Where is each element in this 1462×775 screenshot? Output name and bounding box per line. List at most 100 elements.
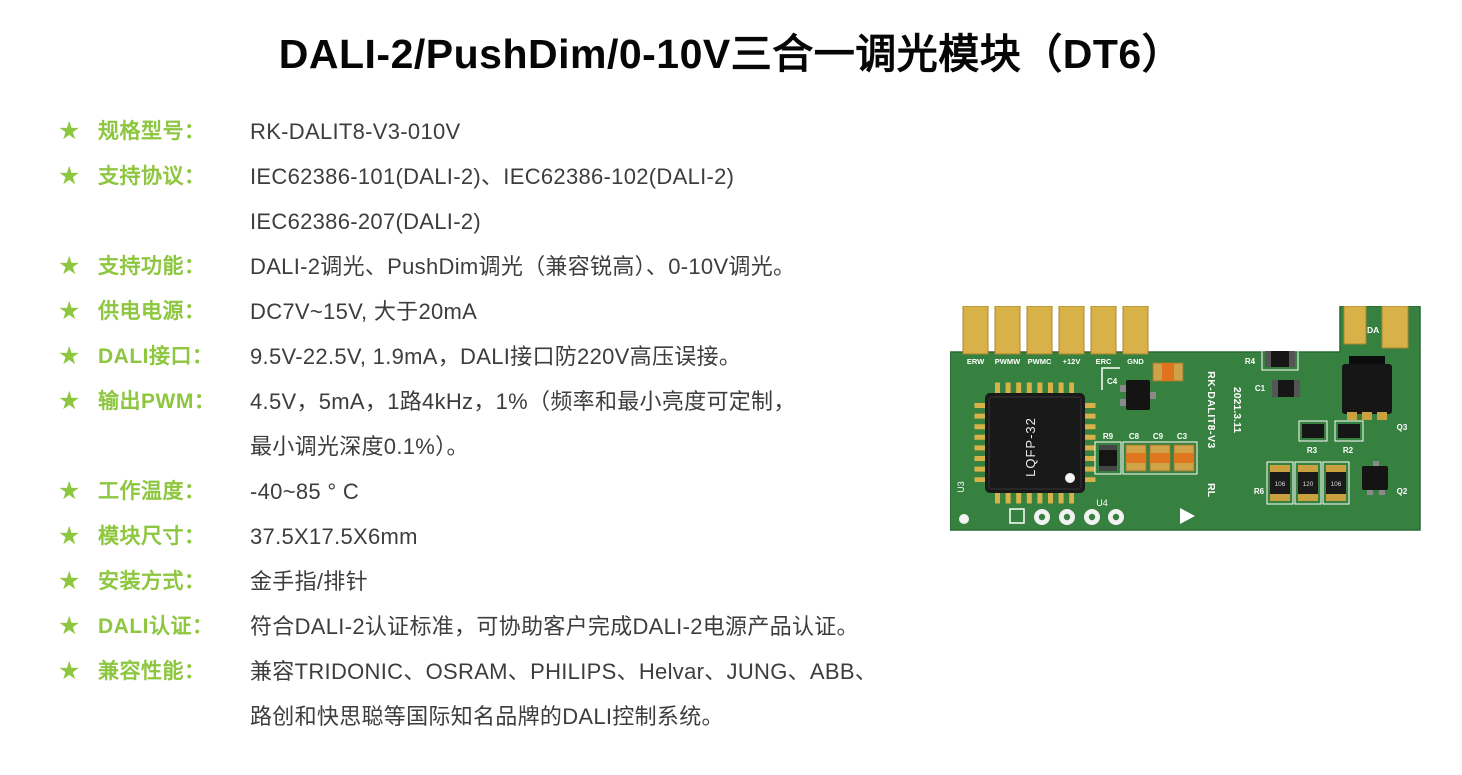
- spec-label: DALI接口：: [98, 345, 214, 368]
- gold-pad: [1343, 306, 1367, 345]
- spec-label: 工作温度：: [98, 480, 206, 503]
- resistor-terminal: [1265, 351, 1271, 367]
- qfp-marking: LQFP-32: [1023, 417, 1038, 477]
- capacitor-terminal: [1272, 380, 1278, 397]
- transistor-leg: [1362, 412, 1372, 420]
- spec-value: 金手指/排针: [250, 569, 368, 594]
- transistor-leg: [1379, 488, 1385, 495]
- pcb-board: DA ERW PWMW PWMC +12V ERC GND: [950, 306, 1421, 531]
- spec-row-dimensions: ★ 模块尺寸： 37.5X17.5X6mm: [58, 514, 948, 559]
- resistor-body: [1099, 445, 1117, 471]
- cap-row-components: [1094, 441, 1198, 475]
- transistor-body: [1362, 466, 1388, 490]
- c4-silkscreen-bracket: [1101, 367, 1120, 390]
- resistor-terminal: [1099, 445, 1117, 450]
- transistor-leg: [1120, 385, 1127, 392]
- silkscreen-box: [1294, 461, 1322, 505]
- star-icon: ★: [58, 342, 81, 370]
- ref-q2: Q2: [1397, 487, 1408, 496]
- capacitor-band: [1126, 453, 1146, 463]
- capacitor-body: [1272, 380, 1300, 397]
- cap-row-labels: R9 C8 C9 C3: [1103, 432, 1188, 441]
- silkscreen-box: [1334, 420, 1364, 442]
- ref-c1: C1: [1255, 384, 1266, 393]
- transistor-leg: [1367, 488, 1373, 495]
- spec-label: 规格型号：: [98, 120, 206, 143]
- transistor-leg: [1120, 399, 1127, 406]
- resistor-r2: [1334, 420, 1364, 442]
- gold-finger-pad: [1026, 306, 1053, 355]
- ref-c8: C8: [1129, 432, 1140, 441]
- spec-value: 9.5V-22.5V, 1.9mA，DALI接口防220V高压误接。: [250, 344, 742, 369]
- spec-row-pwm-output: ★ 输出PWM： 4.5V，5mA，1路4kHz，1%（频率和最小亮度可定制， …: [58, 379, 948, 469]
- capacitor-c1: [1272, 380, 1300, 397]
- transistor-leg: [1373, 461, 1379, 468]
- qfp-body: [985, 393, 1085, 493]
- gold-pad: [1381, 306, 1409, 349]
- ref-r4: R4: [1245, 357, 1256, 366]
- resistor-body: [1265, 351, 1295, 367]
- spec-row-power: ★ 供电电源： DC7V~15V, 大于20mA: [58, 289, 948, 334]
- transistor-leg: [1377, 412, 1387, 420]
- qfp-pins: [974, 382, 1096, 504]
- spec-row-compatibility: ★ 兼容性能： 兼容TRIDONIC、OSRAM、PHILIPS、Helvar、…: [58, 649, 948, 739]
- ref-r6: R6: [1254, 487, 1265, 496]
- pad-label-da: DA: [1367, 325, 1379, 335]
- ref-c3: C3: [1177, 432, 1188, 441]
- spec-value: 符合DALI-2认证标准，可协助客户完成DALI-2电源产品认证。: [250, 614, 859, 639]
- ref-r3: R3: [1307, 446, 1318, 455]
- transistor-leg: [1149, 392, 1156, 399]
- qfp-chip: LQFP-32: [974, 382, 1096, 504]
- resistor-cap: [1270, 465, 1290, 472]
- star-icon: ★: [58, 612, 81, 640]
- spec-label: 输出PWM：: [98, 390, 216, 413]
- capacitor-band: [1174, 453, 1194, 463]
- pad-labels: ERW PWMW PWMC +12V ERC GND: [967, 357, 1145, 366]
- ref-u4: U4: [1096, 498, 1108, 508]
- spec-row-mounting: ★ 安装方式： 金手指/排针: [58, 559, 948, 604]
- resistor-marking: 120: [1303, 481, 1314, 488]
- capacitor-orange: [1152, 362, 1184, 382]
- via: [959, 514, 969, 524]
- resistor-body: [1302, 424, 1324, 438]
- spec-label: 支持功能：: [98, 255, 206, 278]
- resistor-bank: 106 120 106: [1266, 461, 1350, 505]
- transistor-q3: [1342, 356, 1392, 420]
- resistor-cap: [1270, 494, 1290, 501]
- star-icon: ★: [58, 657, 81, 685]
- spec-row-model: ★ 规格型号： RK-DALIT8-V3-010V: [58, 109, 948, 154]
- resistor-terminal: [1099, 466, 1117, 471]
- capacitor-terminal: [1294, 380, 1300, 397]
- through-hole-center: [1088, 513, 1096, 521]
- gold-finger-pad: [1058, 306, 1085, 355]
- silkscreen-box: [1094, 441, 1122, 475]
- sot23-transistor: [1120, 380, 1156, 410]
- spec-value: DC7V~15V, 大于20mA: [250, 299, 478, 324]
- spec-row-temperature: ★ 工作温度： -40~85 ° C: [58, 469, 948, 514]
- silkscreen-box: [1298, 420, 1328, 442]
- star-icon: ★: [58, 567, 81, 595]
- spec-list: ★ 规格型号： RK-DALIT8-V3-010V ★ 支持协议： IEC623…: [58, 109, 948, 739]
- ref-u3: U3: [956, 481, 966, 493]
- spec-row-dali-port: ★ DALI接口： 9.5V-22.5V, 1.9mA，DALI接口防220V高…: [58, 334, 948, 379]
- spec-value: 37.5X17.5X6mm: [250, 524, 418, 549]
- star-icon: ★: [58, 387, 81, 415]
- spec-value: 4.5V，5mA，1路4kHz，1%（频率和最小亮度可定制， 最小调光深度0.1…: [250, 389, 796, 459]
- spec-value: DALI-2调光、PushDim调光（兼容锐高）、0-10V调光。: [250, 254, 796, 279]
- gold-finger-pad: [1122, 306, 1149, 355]
- resistor-body: [1270, 465, 1290, 501]
- spec-value: 兼容TRIDONIC、OSRAM、PHILIPS、Helvar、JUNG、ABB…: [250, 659, 878, 729]
- resistor-cap: [1326, 494, 1346, 501]
- ref-r2: R2: [1343, 446, 1354, 455]
- through-hole-center: [1038, 513, 1046, 521]
- pcb-product-image: DA ERW PWMW PWMC +12V ERC GND: [950, 306, 1422, 532]
- spec-value: RK-DALIT8-V3-010V: [250, 119, 461, 144]
- resistor-r4: [1261, 347, 1299, 371]
- resistor-cap: [1326, 465, 1346, 472]
- resistor-cap: [1298, 494, 1318, 501]
- spec-value: IEC62386-101(DALI-2)、IEC62386-102(DALI-2…: [250, 164, 735, 234]
- qfp-body-inner-edge: [988, 396, 1082, 490]
- silkscreen-box: [1261, 347, 1299, 371]
- ref-r9: R9: [1103, 432, 1114, 441]
- spec-label: 安装方式：: [98, 570, 206, 593]
